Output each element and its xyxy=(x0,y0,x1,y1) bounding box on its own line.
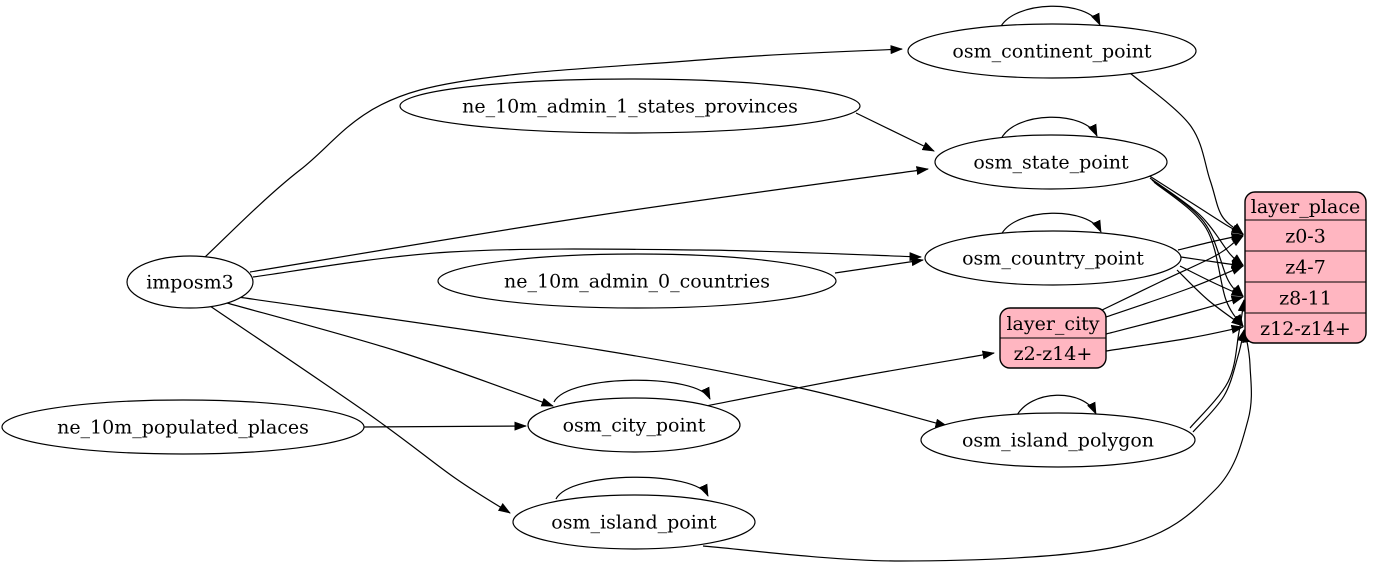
record-layer_place-row-z0-3: z0-3 xyxy=(1285,226,1326,248)
edge-osm_state_point-to-layer_placez0-3 xyxy=(1147,174,1244,235)
node-osm_state_point-shape xyxy=(934,134,1168,190)
record-layer_place-row-z12-z14plus: z12-z14+ xyxy=(1260,318,1351,340)
node-ne_10m_populated_places: ne_10m_populated_places xyxy=(1,399,365,455)
node-ne_10m_populated_places-label: ne_10m_populated_places xyxy=(57,417,309,439)
edge-osm_continent_point-self-loop xyxy=(999,5,1101,29)
edge-ne_10m_populated_places-to-osm_city_point xyxy=(363,421,527,431)
node-osm_island_polygon-label: osm_island_polygon xyxy=(962,430,1154,452)
node-imposm3-shape xyxy=(126,255,254,309)
edge-imposm3-to-osm_island_polygon xyxy=(237,296,948,428)
node-osm_city_point: osm_city_point xyxy=(527,397,741,453)
edge-imposm3-to-osm_city_point xyxy=(226,302,554,407)
edge-osm_country_point-to-layer_placez4-7 xyxy=(1180,256,1244,269)
node-ne_10m_admin_1_states_provinces: ne_10m_admin_1_states_provinces xyxy=(399,78,861,134)
node-osm_island_point-shape xyxy=(512,494,756,550)
edge-imposm3-to-osm_country_point xyxy=(252,248,922,278)
edge-imposm3-to-osm_island_point xyxy=(209,305,511,514)
edge-osm_state_point-self-loop xyxy=(1000,116,1098,140)
edge-imposm3-to-osm_state_point xyxy=(249,166,929,273)
node-osm_island_polygon: osm_island_polygon xyxy=(920,412,1196,468)
record-layer_place-row-z4-7: z4-7 xyxy=(1285,257,1326,279)
node-imposm3: imposm3 xyxy=(126,255,254,309)
node-ne_10m_populated_places-shape xyxy=(1,399,365,455)
node-osm_country_point-label: osm_country_point xyxy=(962,248,1144,270)
node-osm_island_polygon-shape xyxy=(920,412,1196,468)
edge-osm_city_point-self-loop xyxy=(553,379,711,403)
node-osm_island_point-label: osm_island_point xyxy=(551,512,717,534)
edge-osm_island_polygon-self-loop xyxy=(1015,394,1097,418)
node-osm_state_point: osm_state_point xyxy=(934,134,1168,190)
edge-osm_country_point-to-layer_placez12-z14 xyxy=(1176,269,1244,327)
edge-osm_country_point-self-loop xyxy=(1000,212,1102,236)
node-osm_country_point: osm_country_point xyxy=(924,230,1182,286)
node-ne_10m_admin_0_countries-shape xyxy=(437,253,837,309)
node-ne_10m_admin_0_countries-label: ne_10m_admin_0_countries xyxy=(504,271,770,293)
node-osm_city_point-shape xyxy=(527,397,741,453)
node-ne_10m_admin_1_states_provinces-label: ne_10m_admin_1_states_provinces xyxy=(462,96,798,118)
node-imposm3-label: imposm3 xyxy=(146,272,234,294)
edge-osm_island_polygon-to-layer_placez8-11 xyxy=(1189,299,1247,429)
edge-layer_city-to-layer_placez4-7 xyxy=(1102,265,1244,319)
record-layer_place-header: layer_place xyxy=(1251,196,1360,218)
node-osm_country_point-shape xyxy=(924,230,1182,286)
node-osm_continent_point: osm_continent_point xyxy=(907,23,1197,79)
node-ne_10m_admin_0_countries: ne_10m_admin_0_countries xyxy=(437,253,837,309)
record-layer_place-row-z8-11: z8-11 xyxy=(1279,288,1332,310)
edge-osm_island_point-self-loop xyxy=(555,476,709,500)
record-layer_city: layer_city z2-z14+ xyxy=(999,307,1107,369)
node-osm_state_point-label: osm_state_point xyxy=(973,152,1129,174)
node-osm_continent_point-shape xyxy=(907,23,1197,79)
edge-layer_city-to-layer_placez12-z14 xyxy=(1105,324,1244,352)
edge-osm_continent_point-to-layer_placez0-3 xyxy=(1129,72,1244,235)
edge-layer_city-to-layer_placez0-3 xyxy=(1099,235,1244,312)
node-osm_island_point: osm_island_point xyxy=(512,494,756,550)
edge-layer_city-to-layer_placez8-11 xyxy=(1105,295,1244,335)
record-layer_place-box xyxy=(1244,191,1367,344)
record-layer_city-header: layer_city xyxy=(1006,313,1099,335)
node-osm_continent_point-label: osm_continent_point xyxy=(952,41,1152,63)
edge-ne_10m_admin_0_countries-to-osm_country_point xyxy=(834,257,924,274)
edge-osm_island_polygon-to-layer_placez12-z14 xyxy=(1192,329,1246,433)
edge-ne_10m_admin_1_states_provinces-to-osm_state_point xyxy=(855,112,935,152)
edge-imposm3-to-osm_continent_point xyxy=(204,45,903,258)
record-layer_place: layer_place z0-3 z4-7 z8-11 z12-z14+ xyxy=(1244,191,1367,344)
node-osm_city_point-label: osm_city_point xyxy=(563,415,706,437)
edge-osm_island_point-to-layer_placez12-z14 xyxy=(702,330,1252,562)
edge-osm_city_point-to-layer_cityz2-z14 xyxy=(705,350,995,407)
node-ne_10m_admin_1_states_provinces-shape xyxy=(399,78,861,134)
record-layer_city-row-z2-z14plus: z2-z14+ xyxy=(1014,343,1093,365)
